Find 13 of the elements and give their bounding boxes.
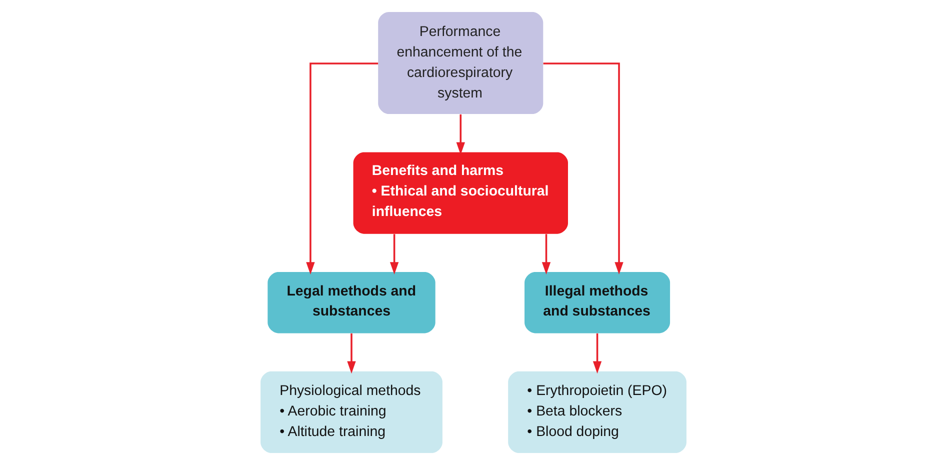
node-box: Illegal methods and substances xyxy=(524,272,670,334)
arrow xyxy=(456,114,464,155)
node-box: Benefits and harms • Ethical and sociocultural influences xyxy=(352,152,568,234)
arrow xyxy=(346,333,356,374)
node-box: Legal methods and substances xyxy=(267,272,435,334)
arrow xyxy=(541,234,550,275)
node-box: Physiological methods • Aerobic training • Altitude training xyxy=(260,371,442,453)
node-box: • Erythropoietin (EPO) • Beta blockers • Blood doping xyxy=(508,371,686,453)
arrow xyxy=(592,333,602,374)
node-box: Performance enhancement of the cardiorespiratory system xyxy=(378,12,543,114)
arrow xyxy=(542,62,623,275)
arrow xyxy=(389,234,398,275)
arrow xyxy=(306,62,378,275)
